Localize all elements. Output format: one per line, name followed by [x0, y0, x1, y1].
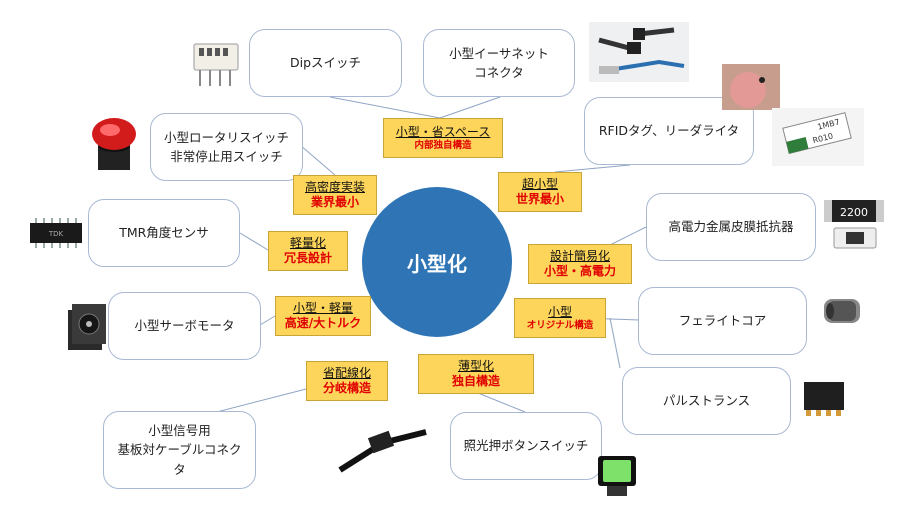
tag-title: 高密度実装: [304, 180, 365, 194]
tag-title: 小型・軽量: [292, 301, 353, 315]
tag-subtitle: オリジナル構造: [526, 319, 594, 331]
servo-motor-photo: [68, 304, 106, 350]
product-servo-motor: 小型サーボモータ: [108, 292, 261, 360]
tag-ultra-small: 超小型 世界最小: [498, 172, 582, 212]
tag-title: 軽量化: [289, 236, 326, 250]
tag-design-easy: 設計簡易化 小型・高電力: [528, 244, 632, 284]
finger-tag-photo: [722, 64, 780, 110]
product-dip-switch: Dipスイッチ: [249, 29, 402, 97]
tag-subtitle: 業界最小: [310, 195, 359, 209]
pulse-transformer-photo: [804, 382, 844, 416]
product-tmr-sensor: TMR角度センサ: [88, 199, 240, 267]
tag-title: 設計簡易化: [549, 249, 610, 263]
cable-connector-photo: [338, 429, 427, 473]
line-dip: [329, 96, 441, 119]
line-pulse: [609, 317, 621, 369]
tag-title: 省配線化: [322, 366, 371, 380]
emergency-stop-photo: [92, 118, 136, 170]
line-tmr: [239, 232, 269, 251]
tag-thin: 薄型化 独自構造: [418, 354, 534, 394]
tmr-chip-marking: TDK: [48, 230, 64, 238]
tag-high-density: 高密度実装 業界最小: [293, 175, 377, 215]
tag-title: 小型・省スペース: [395, 124, 491, 139]
tag-subtitle: 高速/大トルク: [284, 316, 362, 330]
push-button-photo: [598, 456, 636, 496]
tmr-chip-photo: TDK: [30, 218, 82, 248]
product-ferrite-core: フェライトコア: [638, 287, 807, 355]
line-ethernet: [439, 96, 501, 119]
rfid-tag-photo: 1MB7 R010: [772, 108, 864, 166]
product-signal-connector: 小型信号用 基板対ケーブルコネク タ: [103, 411, 256, 489]
tag-wiring: 省配線化 分岐構造: [306, 361, 388, 401]
tag-light: 軽量化 冗長設計: [268, 231, 348, 271]
product-pulse-transformer: パルストランス: [622, 367, 791, 435]
line-resistor: [609, 226, 647, 246]
tag-subtitle: 独自構造: [451, 374, 500, 388]
tag-subtitle: 分岐構造: [322, 381, 371, 395]
tag-subtitle: 世界最小: [515, 192, 564, 206]
resistor-marking: 2200: [840, 206, 868, 219]
ethernet-connector-photo: [589, 22, 689, 82]
tag-space-saving: 小型・省スペース 内部独自構造: [383, 118, 503, 158]
resistor-photo: 2200: [824, 200, 884, 249]
tag-subtitle: 内部独自構造: [414, 139, 472, 151]
tag-subtitle: 小型・高電力: [543, 264, 616, 278]
tag-subtitle: 冗長設計: [283, 251, 332, 265]
product-push-switch: 照光押ボタンスイッチ: [450, 412, 602, 480]
tag-title: 小型: [547, 304, 572, 319]
ferrite-core-photo: [824, 299, 860, 323]
product-ethernet-connector: 小型イーサネット コネクタ: [423, 29, 575, 97]
product-rotary-switch: 小型ロータリスイッチ 非常停止用スイッチ: [150, 113, 303, 181]
line-pushswitch: [477, 392, 526, 413]
tag-small-light: 小型・軽量 高速/大トルク: [275, 296, 371, 336]
line-rotary: [299, 144, 336, 176]
product-resistor: 高電力金属皮膜抵抗器: [646, 193, 816, 261]
line-rfid: [554, 164, 631, 173]
hub-circle: 小型化: [362, 187, 512, 337]
dip-switch-photo: [193, 43, 239, 86]
tag-title: 薄型化: [457, 359, 494, 373]
line-signal: [204, 387, 311, 416]
tag-title: 超小型: [521, 177, 558, 191]
line-servo: [259, 315, 276, 326]
tag-small-original: 小型 オリジナル構造: [514, 298, 606, 338]
